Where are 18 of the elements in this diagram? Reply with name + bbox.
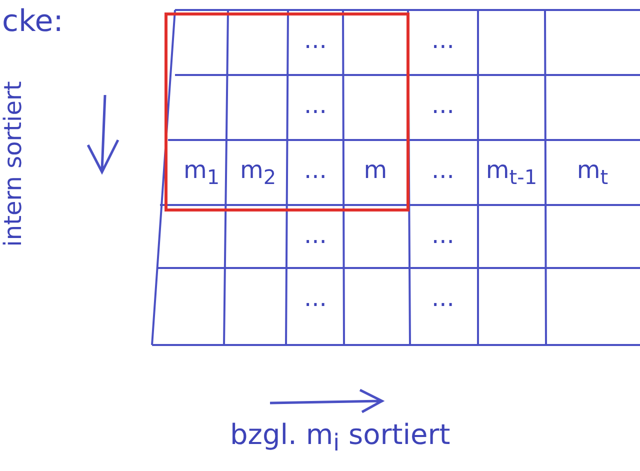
axis-label: bzgl. m$_{i}$ sortiert: [230, 418, 450, 457]
cell-text: m$_{t}$: [576, 156, 608, 184]
cell-text: ...: [432, 284, 454, 312]
cell-text: ...: [432, 91, 454, 119]
cell-text: ...: [432, 26, 454, 54]
cell-text: m$_{1}$: [183, 156, 220, 184]
cell-text: ...: [304, 91, 327, 119]
cell-text: ...: [304, 284, 327, 312]
cell-text: m$_{t-1}$: [486, 156, 538, 184]
cell-text: ...: [304, 156, 327, 184]
cell-text: m: [364, 156, 388, 184]
cell-text: ...: [432, 221, 454, 249]
axis-label: intern sortiert: [0, 81, 27, 247]
cell-text: ...: [432, 156, 454, 184]
cell-text: ...: [304, 26, 327, 54]
cell-text: m$_{2}$: [240, 156, 276, 184]
heading-text: cke:: [2, 4, 64, 39]
cell-text: ...: [304, 221, 327, 249]
